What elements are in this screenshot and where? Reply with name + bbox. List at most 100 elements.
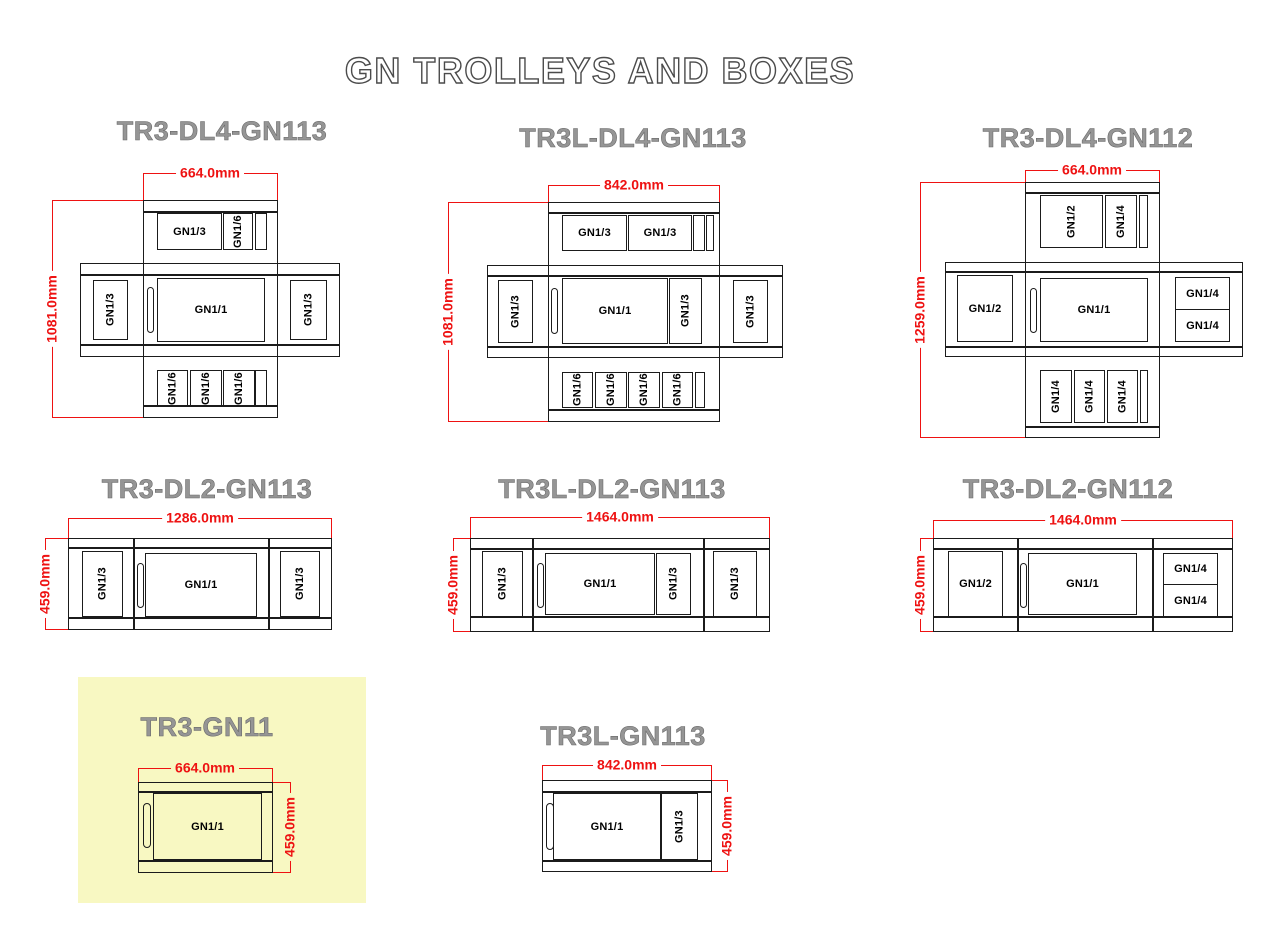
height-dimension-label: 459.0mm — [281, 793, 298, 861]
trolley-column-outline — [1025, 182, 1160, 438]
height-dim-extension — [712, 780, 727, 782]
compartment-gn1-3: GN1/3 — [82, 551, 123, 617]
width-dimension-label: 1464.0mm — [582, 508, 658, 525]
empty-slot — [693, 215, 705, 251]
diagram-title: TR3L-DL2-GN113 — [498, 474, 726, 505]
compartment-gn1-6: GN1/6 — [223, 370, 255, 407]
height-dimension-label: 459.0mm — [444, 551, 461, 619]
divider-line — [133, 538, 135, 630]
compartment-gn1-2: GN1/2 — [957, 275, 1013, 342]
diagram-title: TR3L-DL4-GN113 — [519, 123, 747, 154]
height-dimension-label: 1259.0mm — [911, 272, 928, 348]
trolley-band-outline — [945, 262, 1243, 357]
height-dim-extension — [453, 538, 470, 540]
diagram-tr3l-gn113: TR3L-GN113 842.0mm GN1/1 GN1/3 459.0mm — [480, 700, 800, 910]
width-dimension-label: 664.0mm — [171, 759, 239, 776]
width-dim-extension — [331, 518, 333, 538]
width-dim-extension — [277, 173, 279, 200]
compartment-gn1-1: GN1/1 — [562, 278, 668, 344]
compartment-gn1-3: GN1/3 — [628, 215, 692, 251]
width-dim-extension — [548, 185, 550, 202]
compartment-gn1-3: GN1/3 — [669, 278, 702, 344]
height-dim-extension — [920, 182, 1025, 184]
divider-line — [532, 538, 534, 632]
width-dim-extension — [68, 518, 70, 538]
rail-line — [470, 616, 770, 618]
diagram-title: TR3-DL2-GN112 — [962, 474, 1174, 505]
handle-slot — [1020, 563, 1027, 608]
highlight-background — [78, 677, 366, 903]
handle-slot — [147, 287, 154, 333]
compartment-gn1-3: GN1/3 — [482, 551, 523, 617]
width-dim-extension — [1025, 170, 1027, 182]
height-dimension-label: 459.0mm — [911, 551, 928, 619]
rail-line — [945, 271, 1243, 273]
diagram-tr3l-dl2-gn113: TR3L-DL2-GN113 1464.0mm 459.0mm GN1/3 GN… — [420, 470, 810, 650]
compartment-gn1-3: GN1/3 — [157, 213, 222, 250]
compartment-gn1-6: GN1/6 — [223, 213, 253, 250]
height-dim-extension — [448, 421, 548, 423]
compartment-gn1-1: GN1/1 — [545, 553, 655, 615]
handle-slot — [143, 803, 151, 848]
width-dim-extension — [470, 517, 472, 538]
height-dim-extension — [45, 629, 68, 631]
divider-line — [1017, 538, 1019, 632]
compartment-gn1-1: GN1/1 — [553, 793, 661, 860]
compartment-gn1-4: GN1/4 — [1105, 195, 1137, 248]
compartment-gn1-3: GN1/3 — [290, 280, 327, 340]
compartment-gn1-3: GN1/3 — [656, 553, 691, 615]
width-dim-extension — [711, 765, 713, 780]
handle-slot — [1030, 288, 1037, 333]
rail-line — [470, 548, 770, 550]
trolley-column-outline — [143, 200, 278, 418]
compartment-gn1-1: GN1/1 — [145, 553, 257, 617]
rail-line — [68, 547, 332, 549]
height-dim-extension — [52, 200, 143, 202]
compartment-gn1-4: GN1/4 — [1074, 370, 1105, 423]
compartment-gn1-4: GN1/4 — [1040, 370, 1072, 423]
trolley-column-outline — [548, 202, 720, 422]
page-title: GN TROLLEYS AND BOXES — [344, 49, 856, 91]
trolley-band-outline — [80, 263, 340, 357]
rail-line — [68, 617, 332, 619]
diagram-title: TR3L-GN113 — [540, 721, 706, 752]
diagram-title: TR3-GN11 — [140, 712, 274, 743]
compartment-gn1-3: GN1/3 — [713, 551, 757, 617]
compartment-gn1-1: GN1/1 — [1040, 278, 1148, 342]
height-dimension-label: 1081.0mm — [439, 274, 456, 350]
height-dim-extension — [920, 538, 933, 540]
handle-slot — [137, 563, 144, 608]
compartment-gn1-3: GN1/3 — [562, 215, 627, 251]
diagram-tr3-gn11: TR3-GN11 664.0mm GN1/1 459.0mm — [60, 660, 380, 920]
height-dim-extension — [52, 417, 143, 419]
height-dim-extension — [448, 202, 548, 204]
compartment-gn1-4: GN1/4 — [1175, 309, 1230, 342]
divider-line — [703, 538, 705, 632]
height-dim-extension — [920, 631, 933, 633]
handle-slot — [537, 563, 544, 608]
rail-line — [143, 405, 278, 407]
height-dim-extension — [920, 437, 1025, 439]
diagram-title: TR3-DL4-GN113 — [116, 116, 328, 147]
width-dim-extension — [272, 768, 274, 782]
diagram-tr3-dl2-gn113: TR3-DL2-GN113 1286.0mm 459.0mm GN1/3 GN1… — [20, 470, 360, 650]
rail-line — [542, 791, 712, 793]
width-dim-extension — [138, 768, 140, 782]
width-dimension-label: 664.0mm — [1058, 161, 1126, 178]
diagram-tr3-dl2-gn112: TR3-DL2-GN112 1464.0mm 459.0mm GN1/2 GN1… — [880, 470, 1270, 650]
diagram-tr3l-dl4-gn113: TR3L-DL4-GN113 842.0mm 1081.0mm GN1/3 GN… — [420, 110, 810, 440]
height-dimension-label: 1081.0mm — [43, 271, 60, 347]
compartment-gn1-4: GN1/4 — [1163, 584, 1218, 617]
diagram-tr3-dl4-gn112: TR3-DL4-GN112 664.0mm 1259.0mm GN1/2 GN1… — [890, 110, 1280, 460]
height-dim-extension — [273, 872, 290, 874]
compartment-gn1-6: GN1/6 — [662, 372, 693, 408]
height-dim-extension — [273, 782, 290, 784]
compartment-gn1-3: GN1/3 — [733, 280, 768, 343]
trolley-body-outline — [542, 780, 712, 872]
compartment-gn1-1: GN1/1 — [1028, 553, 1137, 615]
empty-slot — [1139, 195, 1148, 248]
rail-line — [138, 791, 273, 793]
rail-line — [1025, 426, 1160, 428]
height-dim-extension — [453, 631, 470, 633]
